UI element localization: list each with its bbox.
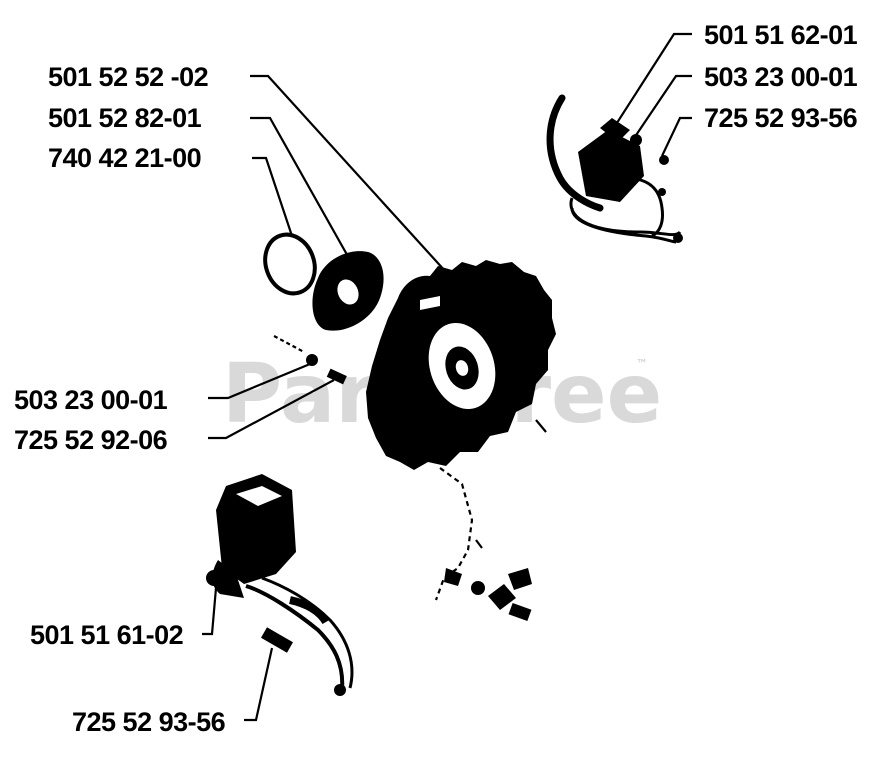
washer-screw-left xyxy=(273,335,547,433)
label-screw-top: 725 52 93-56 xyxy=(704,103,858,133)
label-washer-left: 503 23 00-01 xyxy=(14,385,168,415)
leader-screw-bottom xyxy=(244,647,274,722)
oring-part xyxy=(263,232,317,296)
fastener-set-bottom-right xyxy=(434,467,532,622)
leader-washer-top xyxy=(625,74,692,151)
label-screw-left: 725 52 92-06 xyxy=(14,425,168,455)
leader-flywheel xyxy=(250,74,447,273)
spacer-part xyxy=(312,251,384,331)
leader-screw-left xyxy=(208,379,335,440)
leader-washer-left xyxy=(208,362,311,400)
label-flywheel: 501 52 52 -02 xyxy=(48,62,208,92)
ignition-module-bottom xyxy=(206,474,354,696)
ignition-module-top xyxy=(546,94,683,244)
leader-module-top xyxy=(605,32,692,141)
leader-screw-top xyxy=(661,116,692,157)
leader-spacer xyxy=(250,116,351,261)
leader-lines xyxy=(202,32,692,722)
label-oring: 740 42 21-00 xyxy=(48,143,201,173)
label-module-bottom: 501 51 61-02 xyxy=(30,620,183,650)
flywheel-part xyxy=(366,260,556,470)
leader-oring xyxy=(252,156,294,237)
watermark-trademark: ™ xyxy=(636,357,648,371)
label-module-top: 501 51 62-01 xyxy=(704,20,858,50)
label-screw-bottom: 725 52 93-56 xyxy=(72,707,226,737)
part-labels: 501 52 52 -02 501 52 82-01 740 42 21-00 … xyxy=(14,20,858,737)
label-spacer: 501 52 82-01 xyxy=(48,103,202,133)
leader-module-bottom xyxy=(202,587,218,636)
label-washer-top: 503 23 00-01 xyxy=(704,62,858,92)
